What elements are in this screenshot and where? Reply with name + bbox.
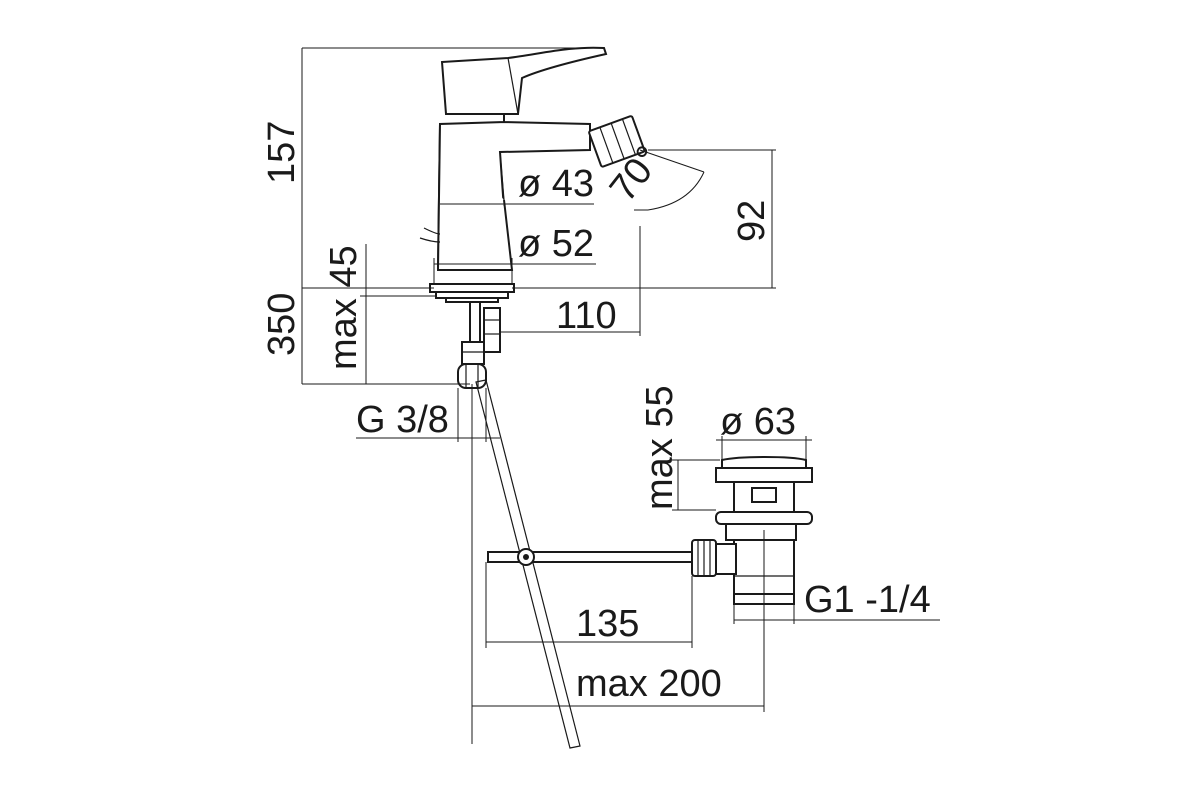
label-max-45: max 45 [323,245,365,370]
label-110: 110 [556,295,617,337]
label-157: 157 [261,121,303,184]
label-135: 135 [576,603,639,645]
label-350: 350 [261,293,303,356]
label-g1-1-4: G1 -1/4 [804,579,931,621]
label-dia-43: ø 43 [518,163,594,205]
dimension-lines [301,47,940,744]
label-max-200: max 200 [576,663,722,705]
label-max-55: max 55 [639,385,681,510]
dimension-labels: 157 92 ø 43 ø 52 70° max 45 350 110 G 3/… [261,121,931,705]
label-g-3-8: G 3/8 [356,399,449,441]
mixer-body [419,46,646,389]
waste-assembly [691,456,813,605]
label-92: 92 [731,200,773,242]
label-dia-52: ø 52 [518,223,594,265]
label-dia-63: ø 63 [720,401,796,443]
